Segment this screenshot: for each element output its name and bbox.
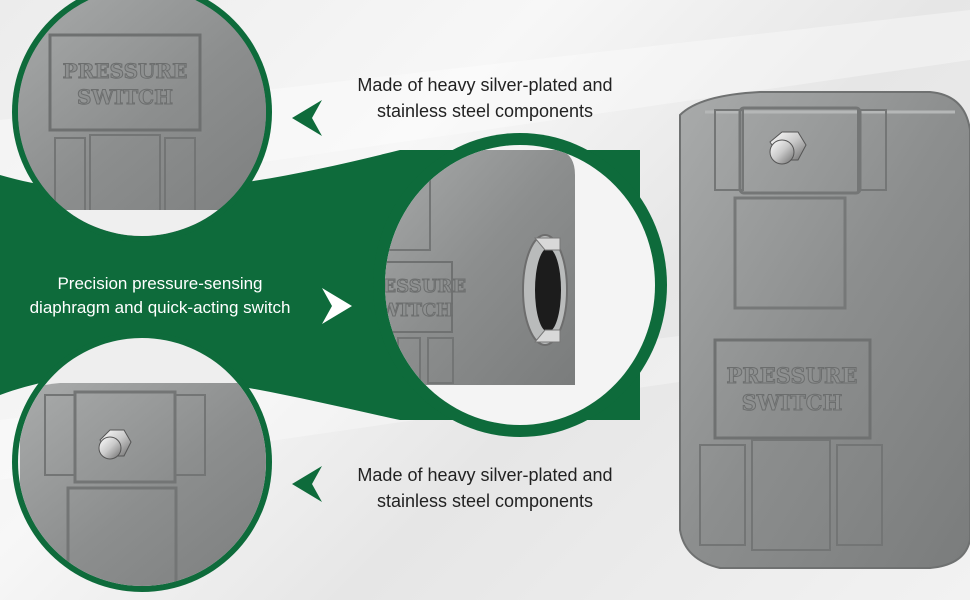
- zoom-circle-middle: PRESSURE SWITCH: [354, 145, 655, 425]
- caption-bottom: Made of heavy silver-plated and stainles…: [330, 462, 640, 514]
- caption-bottom-line1: Made of heavy silver-plated and: [357, 465, 613, 485]
- caption-bottom-line2: stainless steel components: [376, 491, 594, 511]
- zoom-top-label-line1: PRESSURE: [63, 59, 188, 83]
- zoom-circle-top: PRESSURE SWITCH: [12, 0, 272, 242]
- caption-middle: Precision pressure-sensing diaphragm and…: [10, 272, 310, 320]
- product-label-line2: SWITCH: [742, 390, 843, 415]
- zoom-mid-label-line2: SWITCH: [367, 300, 453, 321]
- caption-middle-line1: Precision pressure-sensing: [57, 274, 263, 293]
- arrow-icon-top: [292, 100, 322, 136]
- arrow-icon-middle: [322, 288, 352, 324]
- arrow-icon-bottom: [292, 466, 322, 502]
- pressure-switch-product: PRESSURE SWITCH: [679, 91, 970, 569]
- zoom-mid-label-line1: PRESSURE: [354, 276, 466, 297]
- caption-middle-line2: diaphragm and quick-acting switch: [29, 298, 291, 317]
- zoom-top-label-line2: SWITCH: [77, 85, 173, 109]
- zoom-circle-bottom: [12, 332, 272, 592]
- caption-top: Made of heavy silver-plated and stainles…: [330, 72, 640, 124]
- caption-top-line2: stainless steel components: [376, 101, 594, 121]
- caption-top-line1: Made of heavy silver-plated and: [357, 75, 613, 95]
- product-label-line1: PRESSURE: [727, 363, 858, 388]
